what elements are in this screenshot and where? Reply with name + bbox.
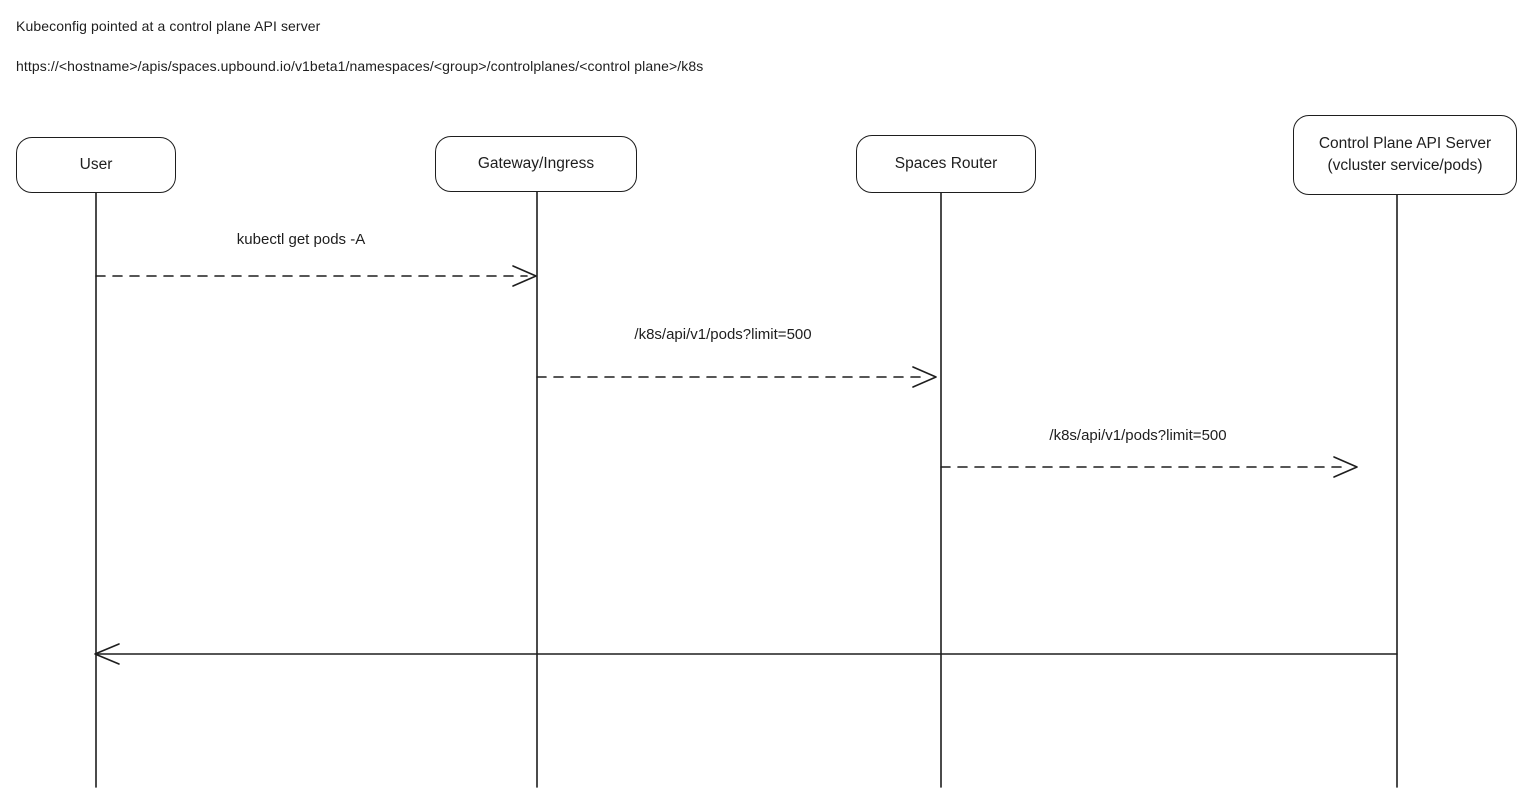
- diagram-title: Kubeconfig pointed at a control plane AP…: [16, 18, 321, 34]
- actor-label: Control Plane API Server: [1318, 135, 1492, 153]
- message-arrow-k8s-api-pods-1: [536, 366, 937, 388]
- message-arrow-kubectl-get-pods: [95, 265, 537, 287]
- message-label-kubectl-get-pods: kubectl get pods -A: [236, 231, 366, 248]
- actor-box-spaces-router: Spaces Router: [856, 135, 1036, 193]
- message-label-k8s-api-pods-1: /k8s/api/v1/pods?limit=500: [634, 326, 812, 343]
- kubeconfig-url: https://<hostname>/apis/spaces.upbound.i…: [16, 58, 704, 74]
- message-arrow-k8s-api-pods-2: [940, 456, 1358, 478]
- message-label-k8s-api-pods-2: /k8s/api/v1/pods?limit=500: [1049, 427, 1227, 444]
- actor-box-gateway-ingress: Gateway/Ingress: [435, 136, 637, 192]
- actor-box-control-plane-api-server: Control Plane API Server (vcluster servi…: [1293, 115, 1517, 195]
- actor-label: Gateway/Ingress: [477, 155, 595, 173]
- return-arrow-response: [94, 643, 1398, 665]
- actor-label: Spaces Router: [894, 155, 998, 173]
- actor-label: User: [79, 156, 113, 174]
- actor-box-user: User: [16, 137, 176, 193]
- actor-sublabel: (vcluster service/pods): [1327, 157, 1483, 174]
